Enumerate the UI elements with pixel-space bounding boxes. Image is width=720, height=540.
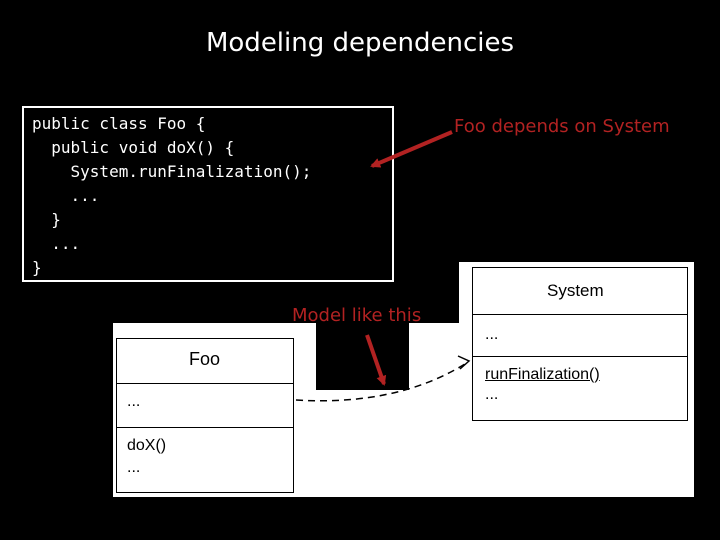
foo-operation: doX() (127, 437, 167, 454)
dependency-arrowhead (457, 355, 471, 370)
code-line: ... (32, 234, 81, 253)
foo-class-box: Foo ... doX() ... (116, 338, 294, 493)
system-attributes: ... (485, 326, 499, 343)
foo-operation: ... (127, 459, 141, 476)
foo-operations-compartment: doX() ... (117, 427, 293, 491)
code-line: } (32, 210, 61, 229)
system-operation: ... (485, 386, 499, 403)
depends-annotation: Foo depends on System (454, 116, 670, 137)
code-line: System.runFinalization(); (32, 162, 312, 181)
foo-attributes-compartment: ... (117, 383, 293, 428)
diagram-cutout (316, 312, 409, 390)
foo-class-name: Foo (189, 349, 221, 369)
code-line: } (32, 258, 42, 277)
code-line: public class Foo { (32, 114, 206, 133)
dependency-dashed-arrow (295, 361, 469, 402)
system-attributes-compartment: ... (473, 314, 687, 357)
slide-title: Modeling dependencies (205, 28, 515, 58)
code-snippet-box: public class Foo { public void doX() { S… (22, 106, 394, 282)
foo-name-compartment: Foo (117, 339, 293, 384)
system-operation-static: runFinalization() (485, 366, 600, 383)
code-line: public void doX() { (32, 138, 235, 157)
system-operations-compartment: runFinalization() ... (473, 356, 687, 419)
system-name-compartment: System (473, 268, 687, 315)
foo-attributes: ... (127, 393, 141, 410)
code-line: ... (32, 186, 100, 205)
model-pointer-arrow (365, 334, 387, 386)
model-annotation: Model like this (292, 305, 422, 326)
system-class-name: System (547, 281, 604, 300)
system-class-box: System ... runFinalization() ... (472, 267, 688, 421)
depends-pointer-arrow (370, 130, 453, 168)
